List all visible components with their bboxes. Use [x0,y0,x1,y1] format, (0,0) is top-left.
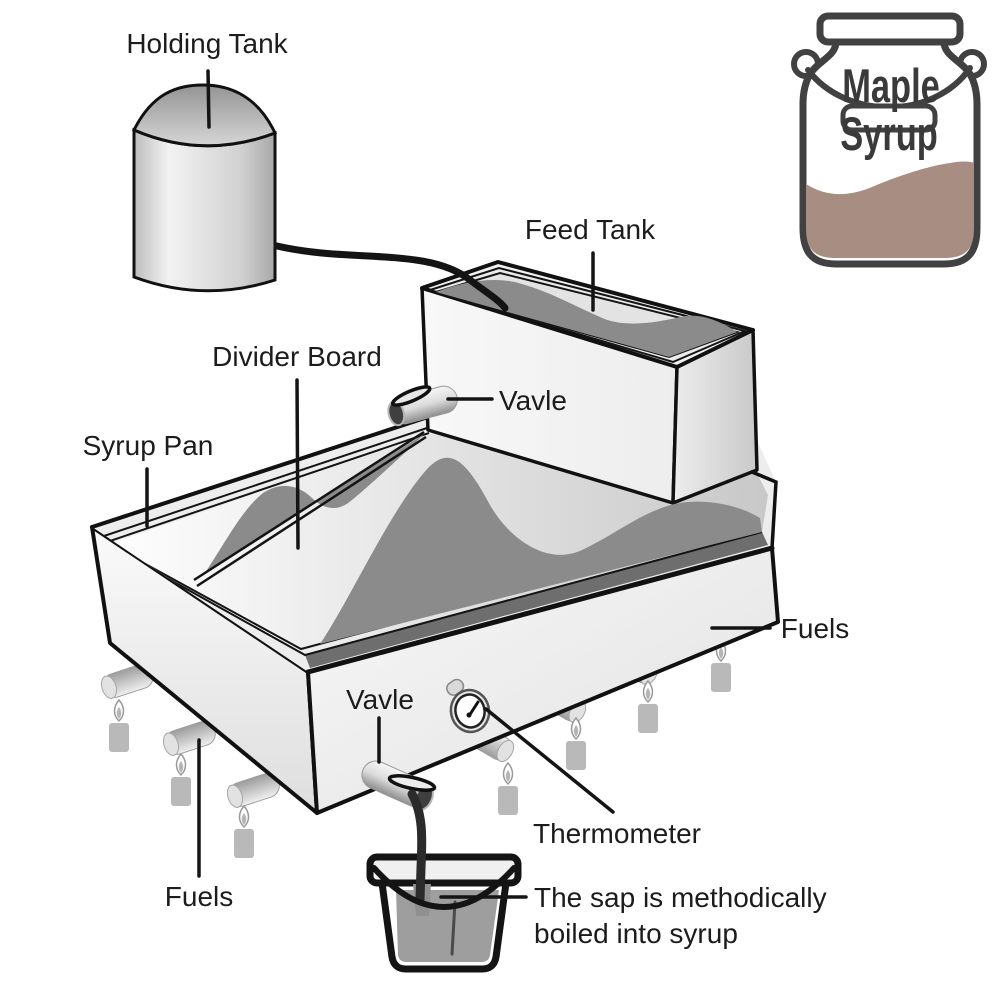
label-fuels-left: Fuels [165,881,233,912]
candle-flame [233,805,255,859]
bucket [366,789,522,973]
candle-flame [170,753,192,807]
bucket-handle [371,865,517,910]
label-fuels-right: Fuels [781,613,849,644]
label-valve-top: Vavle [499,385,567,416]
candle-flame [565,717,587,771]
candle-flame [637,680,659,734]
callout-lines [145,69,772,899]
label-holding-tank: Holding Tank [126,28,288,59]
divider-board [193,430,427,588]
holding-tank-callout [206,69,211,129]
logo-word-syrup: Syrup [840,108,938,160]
label-thermometer: Thermometer [533,818,701,849]
divider-board-callout [295,378,300,550]
logo-word-maple: Maple [842,60,940,112]
label-valve-bottom: Vavle [346,684,414,715]
feed-tank-sap [436,280,737,357]
pan-inner-wall [305,532,768,668]
jug-syrup [806,161,974,258]
valve-handle [390,385,432,407]
thermometer-gauge [446,678,491,734]
thermometer-callout [484,707,615,814]
label-syrup-pan: Syrup Pan [83,430,214,461]
jug-label-bar [840,103,938,133]
label-feed-tank: Feed Tank [525,214,656,245]
feed-valve [387,385,458,427]
valve-handle [387,774,437,792]
syrup-stream [407,789,427,905]
labels: Holding Tank Feed Tank Divider Board Syr… [83,28,850,949]
jug-lid [816,12,964,46]
channel2-sap-wave [320,457,762,644]
holding-tank-dome [131,83,278,148]
supply-pipe [273,242,509,312]
pan-sap [193,430,762,644]
caption-line1: The sap is methodically [534,882,827,913]
candle-flame [497,762,519,816]
candle-flame [108,699,130,753]
maple-syrup-logo: Maple Syrup [791,12,987,268]
caption-line2: boiled into syrup [534,918,738,949]
feed-tank [420,260,759,505]
bucket-rim [366,853,522,887]
holding-tank [131,83,278,293]
label-divider-board: Divider Board [212,341,382,372]
